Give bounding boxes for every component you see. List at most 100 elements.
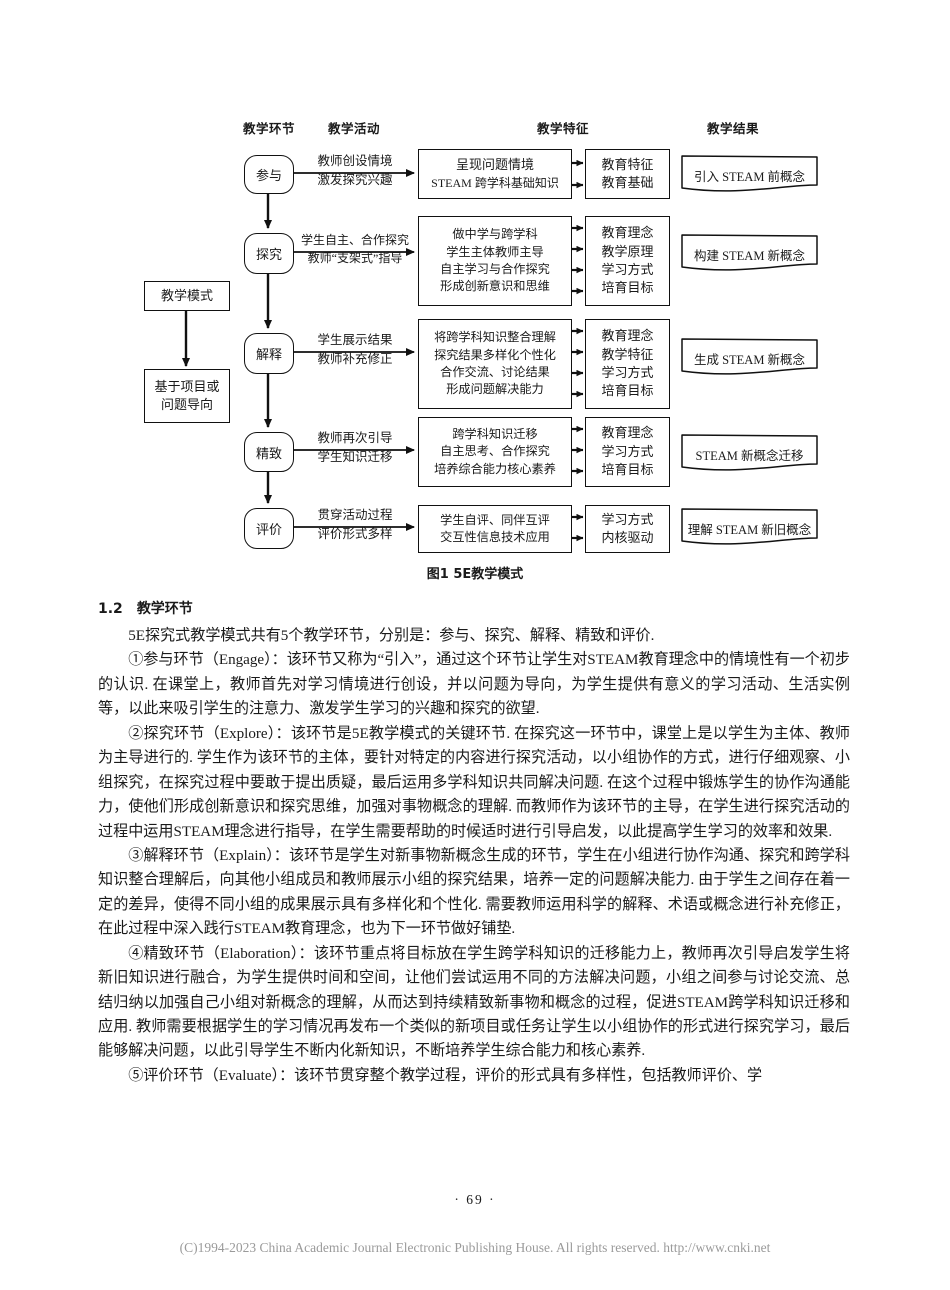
column-header-result: 教学结果	[707, 121, 760, 136]
activity-explain-line-1: 学生展示结果	[317, 333, 393, 347]
stage-elaborate-label: 精致	[255, 445, 282, 461]
trait-evaluate-line-1: 学习方式	[601, 511, 654, 527]
stage-explore: 探究	[244, 233, 294, 274]
feature-box-explain: 将跨学科知识整合理解 探究结果多样化个性化 合作交流、讨论结果 形成问题解决能力	[418, 319, 572, 409]
result-flag-evaluate: 理解 STEAM 新旧概念	[681, 508, 818, 550]
result-flag-engage: 引入 STEAM 前概念	[681, 155, 818, 197]
activity-evaluate: 贯穿活动过程 评价形式多样	[296, 506, 414, 544]
trait-explore-line-2: 教学原理	[601, 243, 654, 259]
trait-explain-line-2: 教学特征	[601, 346, 654, 362]
trait-box-engage: 教育特征 教育基础	[585, 149, 670, 199]
feature-explore-line-2: 学生主体教师主导	[446, 244, 544, 259]
activity-evaluate-line-1: 贯穿活动过程	[317, 508, 393, 522]
result-flag-explain-label: 生成 STEAM 新概念	[693, 353, 806, 367]
activity-explain: 学生展示结果 教师补充修正	[296, 331, 414, 369]
result-flag-elaborate-shape	[681, 434, 818, 471]
trait-box-elaborate: 教育理念 学习方式 培育目标	[585, 417, 670, 487]
feature-explore-line-3: 自主学习与合作探究	[440, 262, 550, 276]
stage-evaluate: 评价	[244, 508, 294, 549]
feature-explain-line-1: 将跨学科知识整合理解	[434, 330, 556, 345]
feature-explore-line-4: 形成创新意识和思维	[440, 279, 550, 294]
feature-evaluate-line-2: 交互性信息技术应用	[440, 530, 550, 544]
paragraph-intro: 5E探究式教学模式共有5个教学环节，分别是：参与、探究、解释、精致和评价.	[128, 628, 655, 644]
activity-evaluate-line-2: 评价形式多样	[317, 526, 393, 541]
trait-engage-line-1: 教育特征	[601, 156, 654, 172]
box-teaching-model-line-1: 教学模式	[160, 287, 213, 303]
feature-explain-line-3: 合作交流、讨论结果	[440, 365, 550, 379]
section-number: 1.2	[98, 601, 123, 617]
feature-elaborate-line-3: 培养综合能力核心素养	[434, 461, 556, 476]
box-project-oriented: 基于项目或 问题导向	[144, 369, 230, 423]
feature-explain-line-2: 探究结果多样化个性化	[434, 347, 556, 362]
trait-elaborate-line-1: 教育理念	[601, 425, 654, 441]
result-flag-engage-label: 引入 STEAM 前概念	[693, 170, 806, 184]
trait-explore-line-4: 培育目标	[601, 280, 654, 296]
result-flag-engage-shape	[681, 155, 818, 192]
stage-explain: 解释	[244, 333, 294, 374]
figure-5e-teaching-model: 教学环节 教学活动 教学特征 教学结果 教学模式 基于项目或 问题导向 参与 探…	[0, 0, 950, 582]
trait-box-explore: 教育理念 教学原理 学习方式 培育目标	[585, 216, 670, 306]
paragraph-explain: ③解释环节（Explain）：该环节是学生对新事物新概念生成的环节，学生在小组进…	[98, 847, 850, 938]
feature-evaluate-line-1: 学生自评、同伴互评	[440, 512, 550, 527]
activity-engage: 教师创设情境 激发探究兴趣	[296, 152, 414, 190]
trait-explain-line-4: 培育目标	[601, 383, 654, 399]
article-body: 1.2 教学环节 5E探究式教学模式共有5个教学环节，分别是：参与、探究、解释、精…	[98, 598, 850, 1088]
stage-explain-label: 解释	[255, 347, 282, 362]
column-header-activity: 教学活动	[328, 121, 381, 136]
activity-explain-line-2: 教师补充修正	[317, 351, 393, 366]
trait-elaborate-line-3: 培育目标	[601, 462, 654, 478]
feature-box-elaborate: 跨学科知识迁移 自主思考、合作探究 培养综合能力核心素养	[418, 417, 572, 487]
stage-engage: 参与	[244, 155, 294, 194]
section-heading: 1.2 教学环节	[98, 598, 850, 618]
stage-elaborate: 精致	[244, 432, 294, 472]
trait-explain-line-1: 教育理念	[601, 328, 654, 344]
result-flag-explore: 构建 STEAM 新概念	[681, 234, 818, 276]
trait-box-evaluate: 学习方式 内核驱动	[585, 505, 670, 553]
feature-engage-line-2: STEAM 跨学科基础知识	[431, 175, 559, 190]
figure-connectors	[182, 159, 584, 542]
feature-elaborate-line-1: 跨学科知识迁移	[452, 427, 538, 441]
figure-caption: 图1 5E教学模式	[426, 567, 524, 582]
stage-evaluate-label: 评价	[255, 522, 282, 537]
feature-engage-line-1: 呈现问题情境	[455, 157, 534, 173]
box-teaching-model: 教学模式	[144, 281, 230, 311]
feature-explore-line-1: 做中学与跨学科	[452, 227, 538, 242]
paragraph-evaluate: ⑤评价环节（Evaluate）：该环节贯穿整个教学过程，评价的形式具有多样性，包…	[128, 1067, 763, 1084]
stage-engage-label: 参与	[255, 168, 282, 183]
activity-elaborate: 教师再次引导 学生知识迁移	[296, 429, 414, 467]
feature-box-evaluate: 学生自评、同伴互评 交互性信息技术应用	[418, 505, 572, 553]
activity-explore: 学生自主、合作探究 教师“支架式”指导	[294, 231, 416, 267]
activity-elaborate-line-1: 教师再次引导	[317, 431, 393, 445]
result-flag-elaborate-label: STEAM 新概念迁移	[695, 449, 804, 463]
trait-explain-line-3: 学习方式	[601, 365, 654, 380]
box-project-oriented-line-2: 问题导向	[160, 397, 213, 412]
result-flag-evaluate-shape	[681, 508, 818, 545]
paragraph-engage: ①参与环节（Engage）：该环节又称为“引入”，通过这个环节让学生对STEAM…	[98, 652, 850, 718]
feature-elaborate-line-2: 自主思考、合作探究	[440, 444, 550, 459]
trait-explore-line-3: 学习方式	[601, 262, 654, 277]
column-header-stage: 教学环节	[243, 121, 296, 136]
trait-box-explain: 教育理念 教学特征 学习方式 培育目标	[585, 319, 670, 409]
activity-elaborate-line-2: 学生知识迁移	[317, 449, 393, 464]
trait-engage-line-2: 教育基础	[601, 175, 654, 190]
paragraph-elaborate: ④精致环节（Elaboration）：该环节重点将目标放在学生跨学科知识的迁移能…	[98, 945, 850, 1060]
result-flag-evaluate-label: 理解 STEAM 新旧概念	[687, 523, 812, 537]
trait-elaborate-line-2: 学习方式	[601, 443, 654, 459]
stage-explore-label: 探究	[255, 247, 282, 262]
activity-engage-line-2: 激发探究兴趣	[317, 172, 393, 187]
result-flag-explain-shape	[681, 338, 818, 375]
feature-explain-line-4: 形成问题解决能力	[446, 382, 544, 397]
activity-explore-line-2: 教师“支架式”指导	[307, 251, 403, 265]
section-title: 教学环节	[136, 601, 193, 617]
feature-box-engage: 呈现问题情境 STEAM 跨学科基础知识	[418, 149, 572, 199]
result-flag-explain: 生成 STEAM 新概念	[681, 338, 818, 380]
copyright-notice: (C)1994-2023 China Academic Journal Elec…	[179, 1240, 771, 1255]
activity-explore-line-1: 学生自主、合作探究	[300, 233, 409, 247]
result-flag-explore-label: 构建 STEAM 新概念	[693, 249, 806, 263]
paragraph-explore: ②探究环节（Explore）：该环节是5E教学模式的关键环节. 在探究这一环节中…	[98, 725, 850, 840]
column-header-feature: 教学特征	[537, 121, 590, 136]
activity-engage-line-1: 教师创设情境	[317, 154, 393, 168]
feature-box-explore: 做中学与跨学科 学生主体教师主导 自主学习与合作探究 形成创新意识和思维	[418, 216, 572, 306]
page-number: · 69 ·	[454, 1192, 496, 1207]
